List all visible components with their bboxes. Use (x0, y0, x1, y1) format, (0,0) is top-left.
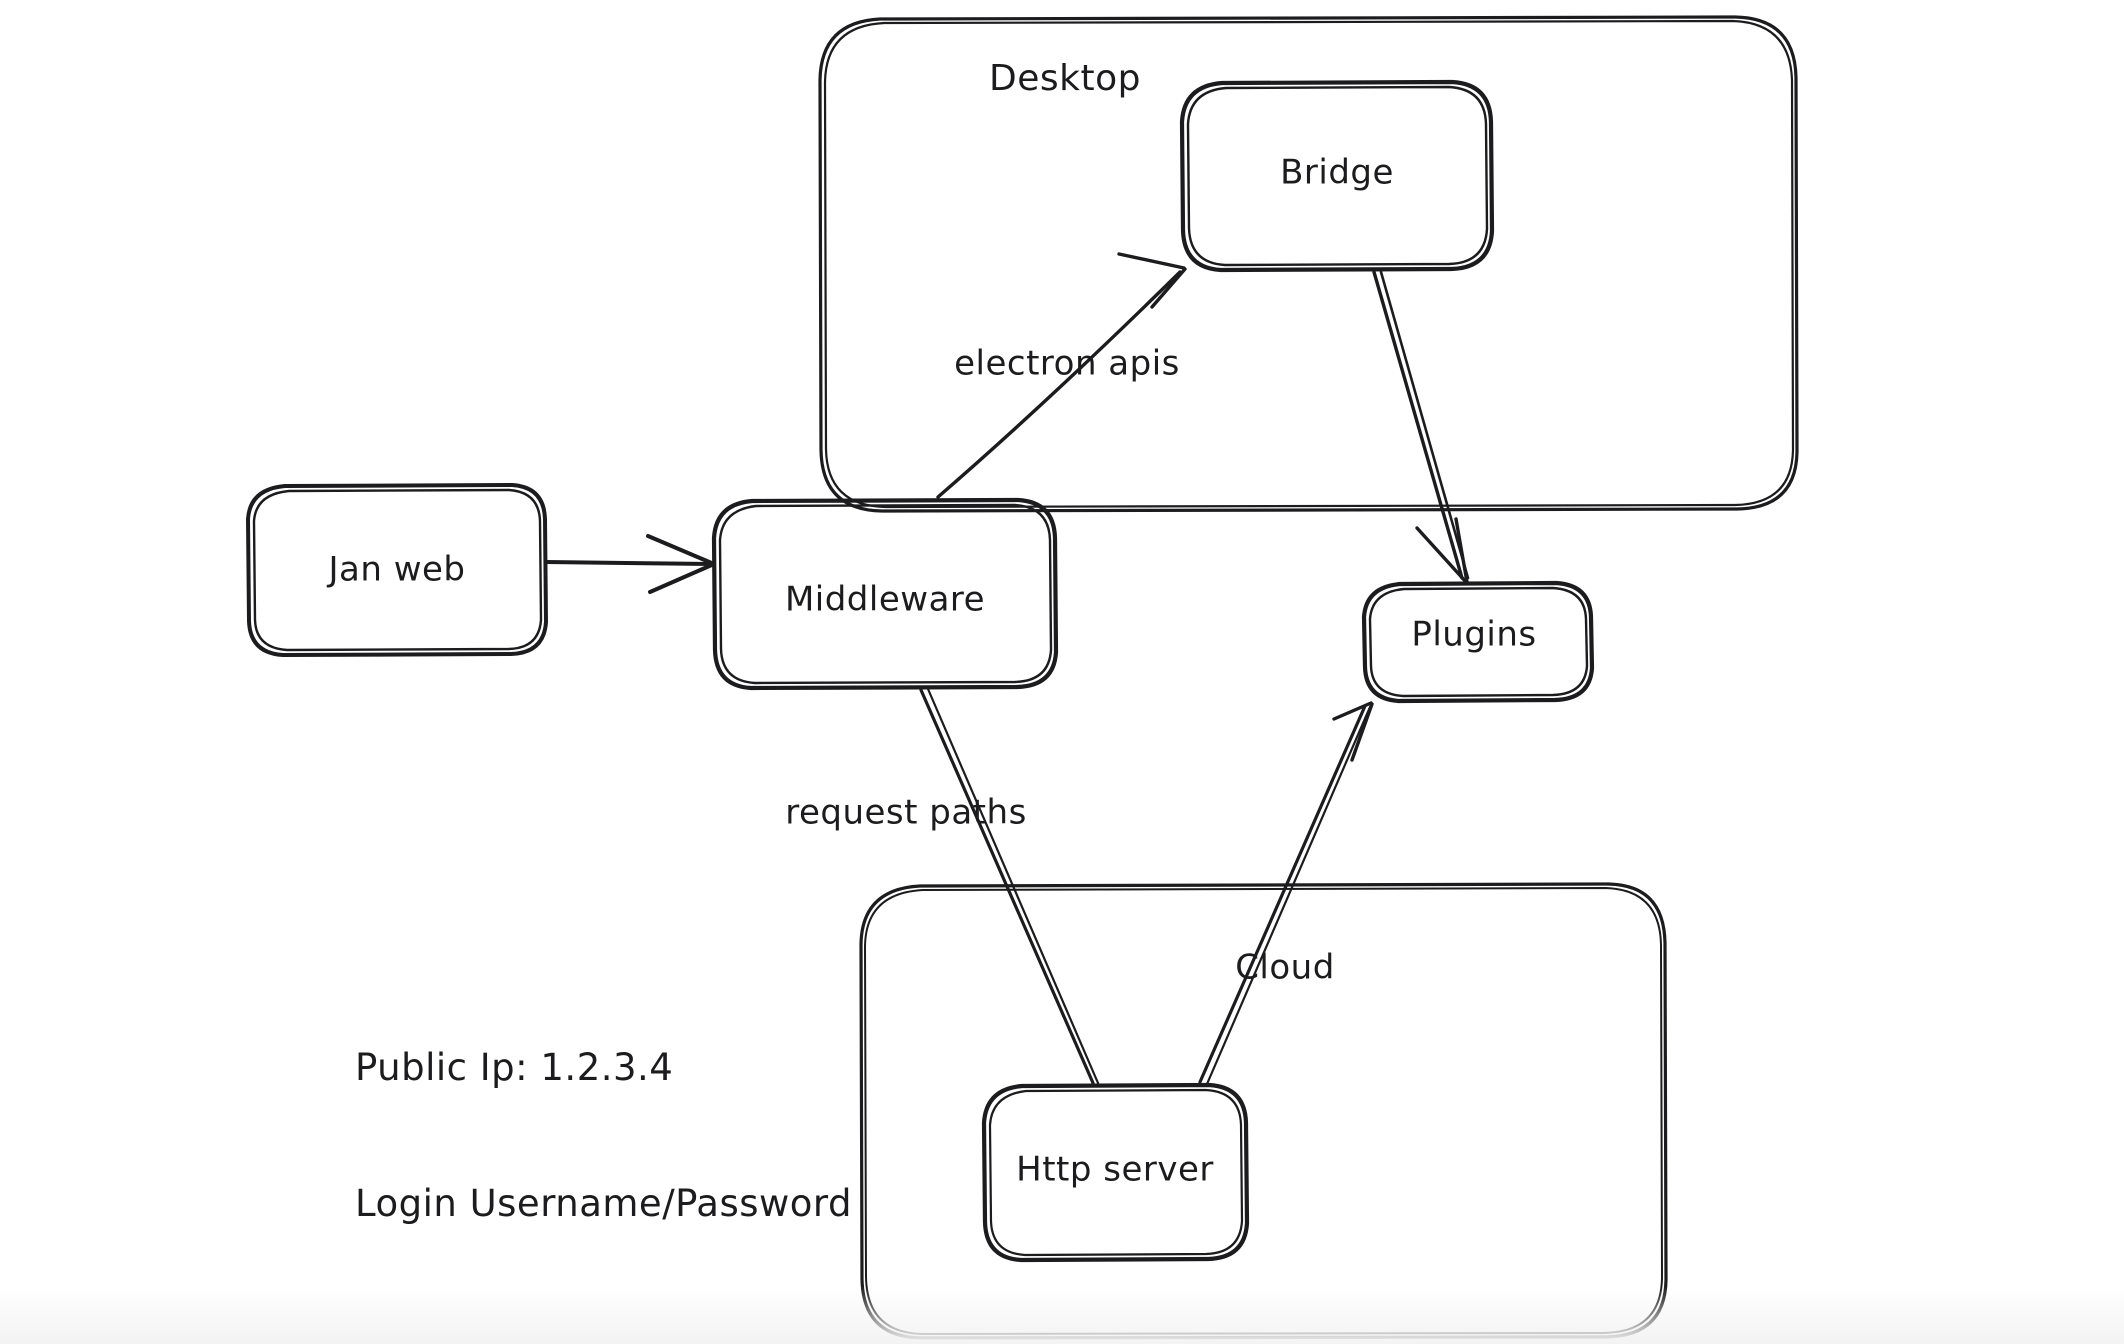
node-label-http-server[interactable]: Http server (1016, 1149, 1214, 1190)
node-middleware-outline (711, 497, 1059, 691)
node-jan-web-outline (246, 483, 548, 657)
edge-label-electron-apis: electron apis (954, 343, 1180, 384)
edge-jan-web-to-middleware (544, 534, 716, 594)
group-desktop-outline (818, 15, 1799, 513)
group-label-desktop: Desktop (989, 58, 1141, 100)
edge-http-server-to-plugins (1198, 701, 1374, 1086)
node-plugins-outline (1361, 580, 1595, 704)
edge-label-request-paths: request paths (785, 792, 1027, 833)
edge-middleware-to-bridge (936, 252, 1187, 499)
node-label-jan-web[interactable]: Jan web (328, 549, 466, 590)
node-bridge-outline (1179, 79, 1495, 273)
note-public-ip: Public Ip: 1.2.3.4 (355, 1046, 674, 1090)
edge-label-cloud: Cloud (1235, 947, 1335, 988)
edge-middleware-to-http-server (919, 687, 1100, 1085)
node-label-plugins[interactable]: Plugins (1411, 614, 1537, 655)
server-credentials-note: Public Ip: 1.2.3.4 Login Username/Passwo… (355, 955, 852, 1316)
note-login: Login Username/Password (355, 1181, 852, 1225)
node-label-middleware[interactable]: Middleware (784, 579, 986, 620)
edge-bridge-to-plugins (1372, 270, 1470, 584)
node-http-server-outline (981, 1082, 1250, 1263)
node-label-bridge[interactable]: Bridge (1280, 152, 1394, 193)
